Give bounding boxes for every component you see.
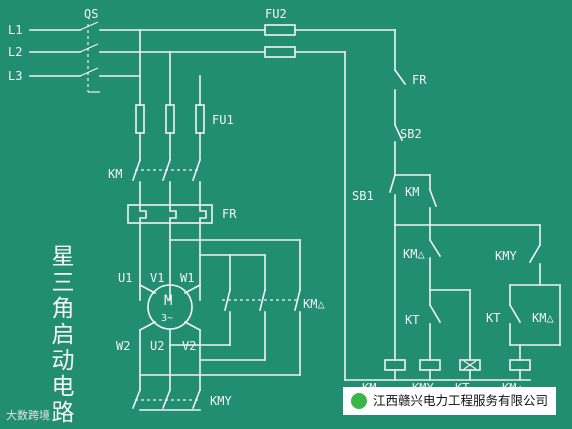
label-kmy-nc: KMY xyxy=(495,249,517,263)
label-u1: U1 xyxy=(118,271,132,285)
title-char: 路 xyxy=(51,400,75,426)
label-motor-m: M xyxy=(164,293,172,309)
label-fr-ctrl: FR xyxy=(412,73,427,87)
title-char: 电 xyxy=(51,374,75,400)
control-circuit xyxy=(344,68,561,381)
label-l1: L1 xyxy=(8,23,22,37)
label-sb2: SB2 xyxy=(400,127,422,141)
label-qs: QS xyxy=(84,7,98,21)
label-u2: U2 xyxy=(150,339,164,353)
label-w1: W1 xyxy=(180,271,194,285)
label-v1: V1 xyxy=(150,271,164,285)
label-sb1: SB1 xyxy=(352,189,374,203)
watermark-left: 大数跨境 xyxy=(6,409,50,422)
title-char: 角 xyxy=(51,296,75,322)
label-l3: L3 xyxy=(8,69,22,83)
label-km-delta-aux: KM△ xyxy=(532,311,554,325)
title-char: 启 xyxy=(51,322,75,348)
kmy-star-contacts xyxy=(131,344,202,411)
circuit-labels: L1 L2 L3 QS FU2 FU1 KM FR FR SB2 SB1 KM … xyxy=(8,7,554,408)
label-v2: V2 xyxy=(182,339,196,353)
delta-wiring xyxy=(139,239,301,376)
label-kt-contact2: KT xyxy=(486,311,500,325)
wechat-icon xyxy=(350,393,367,409)
title-char: 星 xyxy=(51,244,75,270)
main-conductors xyxy=(127,29,213,301)
label-fu2: FU2 xyxy=(265,7,287,21)
qs-switch xyxy=(79,21,100,93)
label-km-delta-main: KM△ xyxy=(303,297,325,311)
label-kmy-main: KMY xyxy=(210,394,232,408)
label-km-main: KM xyxy=(108,167,122,181)
label-km-aux: KM xyxy=(405,185,419,199)
title-char: 动 xyxy=(51,348,75,374)
label-km-delta-nc: KM△ xyxy=(403,247,425,261)
label-w2: W2 xyxy=(116,339,130,353)
label-l2: L2 xyxy=(8,45,22,59)
label-kt-contact: KT xyxy=(405,313,419,327)
watermark-company: 江西赣兴电力工程服务有限公司 xyxy=(372,393,548,408)
supply-lines xyxy=(29,29,396,381)
label-motor-3: 3~ xyxy=(161,313,173,324)
title-char: 三 xyxy=(51,270,75,296)
label-fr-main: FR xyxy=(222,207,237,221)
watermark-right: 江西赣兴电力工程服务有限公司 xyxy=(342,387,556,415)
label-fu1: FU1 xyxy=(212,113,234,127)
fu2-fuses xyxy=(264,24,296,58)
